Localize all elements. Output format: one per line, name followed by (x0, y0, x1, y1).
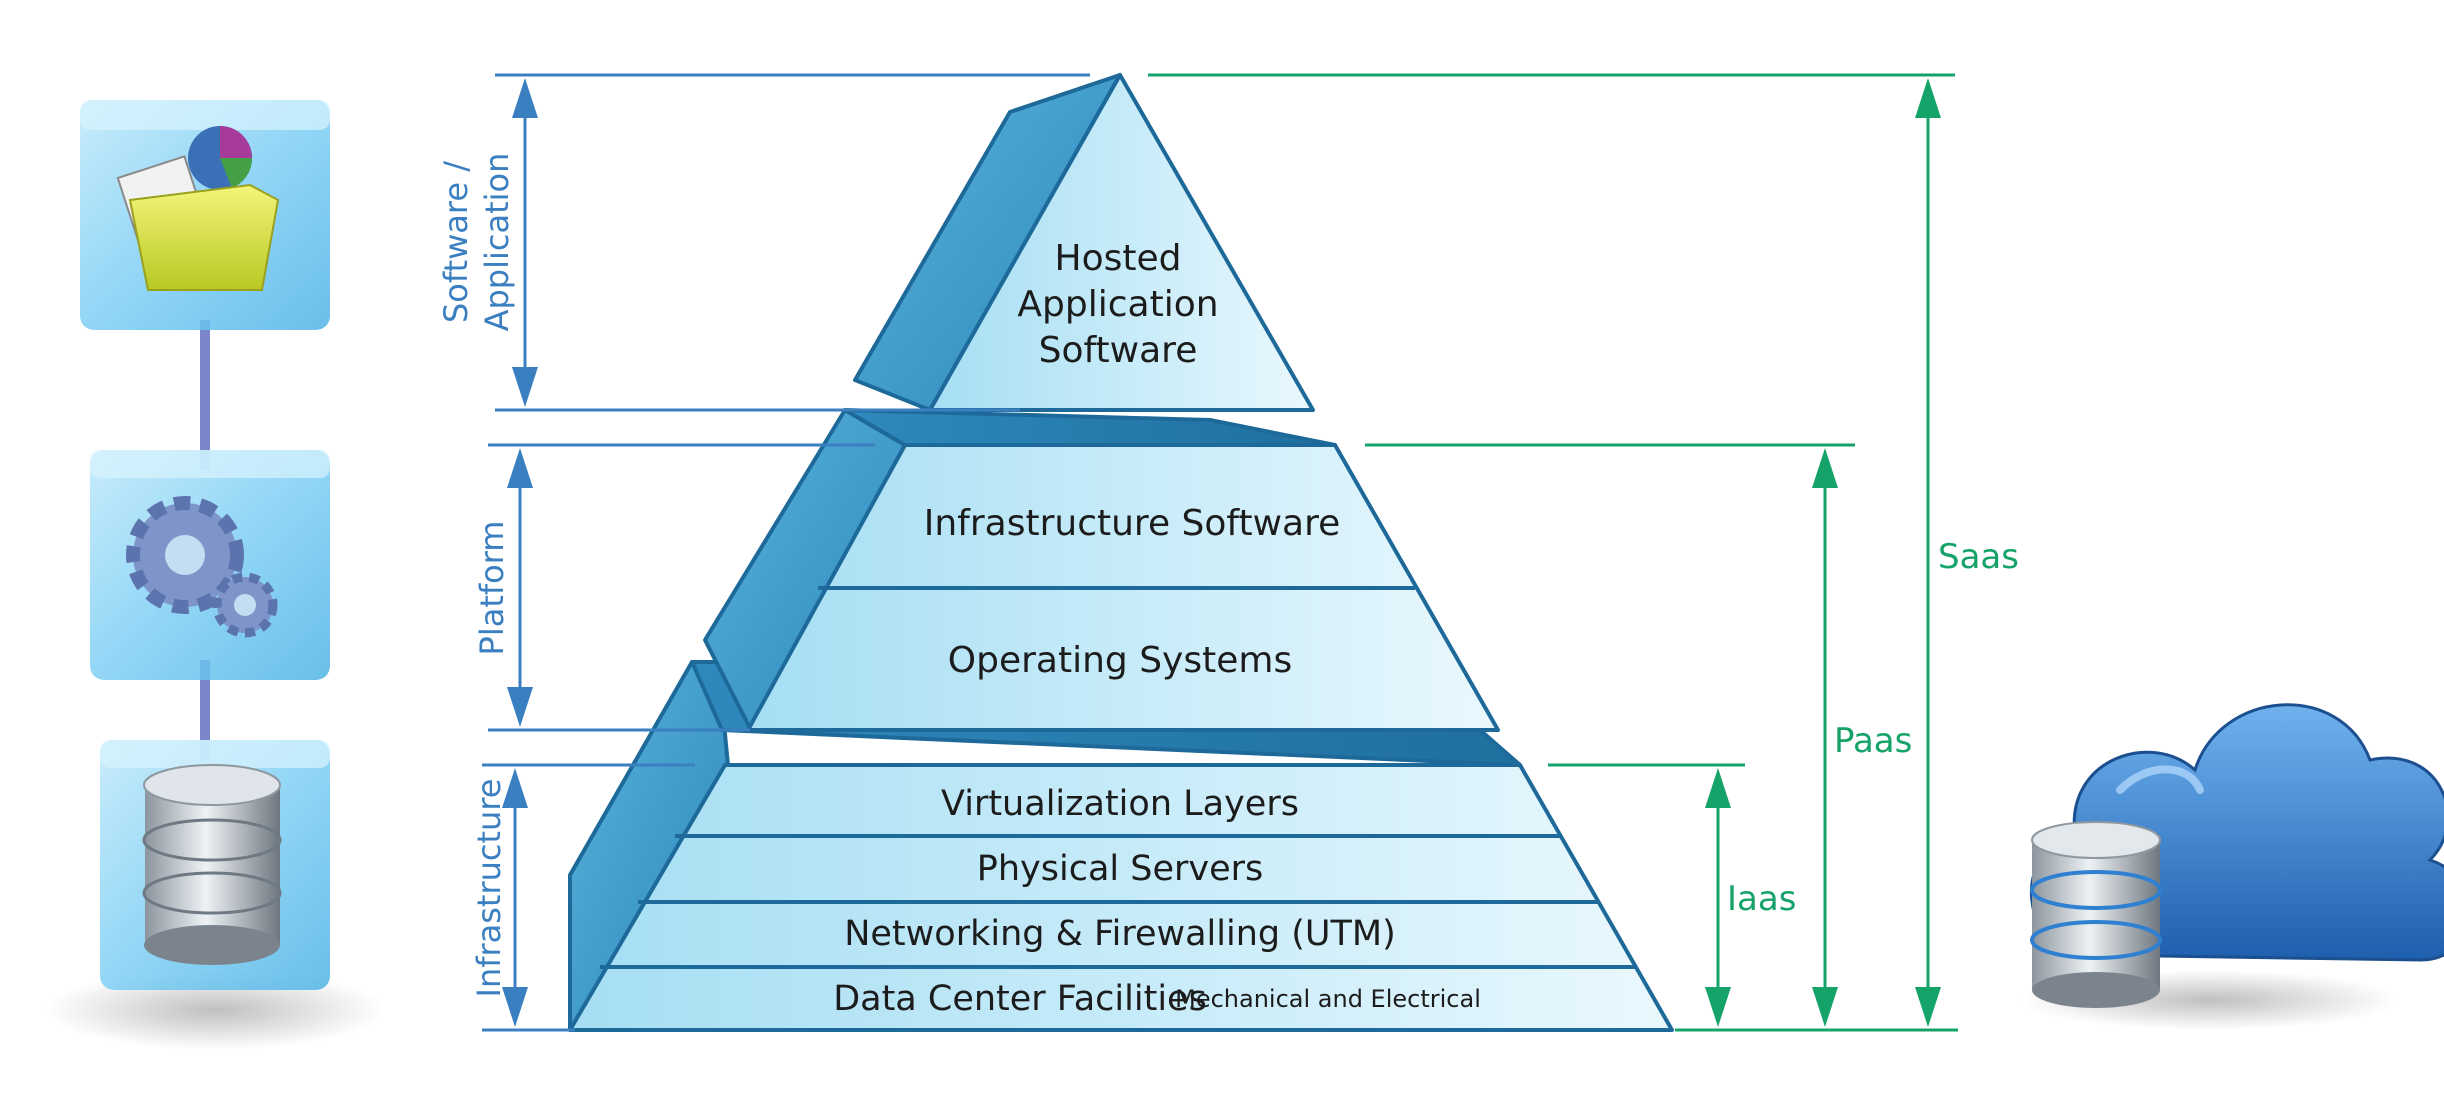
infrastructure-software-label: Infrastructure Software (924, 503, 1340, 544)
software-application-label-line2: Application (478, 153, 516, 332)
iaas-label: Iaas (1727, 879, 1796, 919)
cloud-database-icon (2020, 703, 2444, 1030)
networking-label: Networking & Firewalling (UTM) (844, 914, 1396, 954)
hosted-label-line2: Application (1017, 284, 1218, 325)
gears-icon (90, 450, 330, 680)
platform-label: Platform (473, 521, 511, 656)
pyramid-labels: Hosted Application Software Infrastructu… (833, 238, 1481, 1019)
saas-label: Saas (1938, 537, 2019, 577)
virtualization-layers-label: Virtualization Layers (941, 784, 1299, 824)
infrastructure-label: Infrastructure (470, 779, 508, 998)
operating-systems-label: Operating Systems (948, 640, 1292, 681)
software-application-label-line1: Software / (437, 161, 475, 323)
arrow-up-icon (1705, 768, 1731, 808)
right-marker-labels: Saas Paas Iaas (1727, 537, 2019, 919)
arrow-down-icon (507, 687, 533, 727)
data-center-note: Mechanical and Electrical (1175, 985, 1481, 1013)
database-icon (100, 740, 330, 990)
pyramid (568, 73, 1674, 1032)
software-tier-face (928, 73, 1315, 412)
folder-documents-icon (80, 100, 330, 330)
arrow-up-icon (507, 448, 533, 488)
arrow-up-icon (1915, 78, 1941, 118)
infrastructure-tier-face (568, 763, 1674, 1032)
data-center-label: Data Center Facilities (833, 979, 1207, 1019)
left-stack (45, 100, 385, 1050)
arrow-up-icon (1812, 448, 1838, 488)
arrow-down-icon (502, 987, 528, 1027)
arrow-down-icon (1915, 987, 1941, 1027)
paas-label: Paas (1834, 721, 1912, 761)
arrow-down-icon (1705, 987, 1731, 1027)
physical-servers-label: Physical Servers (977, 849, 1264, 889)
hosted-label-line3: Software (1039, 330, 1198, 371)
hosted-label-line1: Hosted (1055, 238, 1182, 279)
arrow-down-icon (1812, 987, 1838, 1027)
right-markers (1148, 73, 1958, 1032)
arrow-up-icon (512, 78, 538, 118)
arrow-down-icon (512, 367, 538, 407)
left-marker-labels: Software / Application Platform Infrastr… (437, 153, 516, 998)
platform-tier-top (843, 408, 1337, 447)
arrow-up-icon (502, 768, 528, 808)
left-markers (482, 73, 1090, 1032)
